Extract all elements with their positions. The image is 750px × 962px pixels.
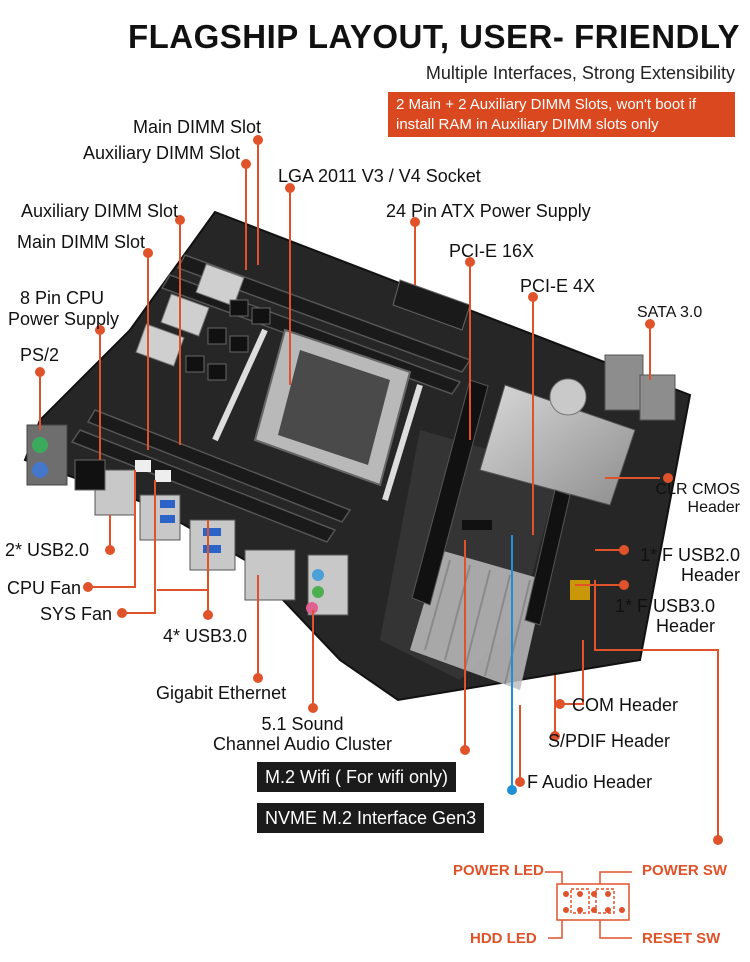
label-sata: SATA 3.0 <box>637 304 703 321</box>
label-ps2: PS/2 <box>20 345 60 365</box>
label-f-audio: F Audio Header <box>527 772 653 792</box>
label-f-usb2-2: Header <box>680 565 740 585</box>
atx-connector <box>392 279 471 331</box>
page-subtitle: Multiple Interfaces, Strong Extensibilit… <box>425 63 735 83</box>
ethernet-port <box>244 549 296 601</box>
label-lga-socket: LGA 2011 V3 / V4 Socket <box>278 166 481 186</box>
cpu-socket-center <box>278 350 390 465</box>
label-usb3: 4* USB3.0 <box>163 626 248 646</box>
front-panel-diagram <box>545 871 632 939</box>
label-pcie-4x: PCI-E 4X <box>520 276 596 296</box>
pcie-4x-slot <box>524 489 571 626</box>
label-clr-cmos-1: CLR CMOS <box>655 481 740 498</box>
label-atx-power: 24 Pin ATX Power Supply <box>386 201 591 221</box>
label-clr-cmos: CLR CMOS Header <box>600 481 740 517</box>
label-gigabit: Gigabit Ethernet <box>156 683 287 703</box>
label-aux-dimm-top: Auxiliary DIMM Slot <box>83 143 241 163</box>
label-usb2: 2* USB2.0 <box>5 540 90 560</box>
sata-ports <box>604 354 644 411</box>
cmos-battery <box>549 378 587 416</box>
label-f-usb2-1: 1* F USB2.0 <box>639 545 740 565</box>
m2-slot <box>462 520 492 530</box>
cpu-fan-header <box>135 460 151 472</box>
label-sys-fan: SYS Fan <box>40 604 113 624</box>
label-cpu-power-2: Power Supply <box>8 309 120 329</box>
label-f-usb3-2: Header <box>655 616 715 636</box>
label-cpu-power-1: 8 Pin CPU <box>20 288 105 308</box>
dimm-notice-banner: 2 Main + 2 Auxiliary DIMM Slots, won't b… <box>388 92 735 137</box>
label-f-usb3: 1* F USB3.0 Header <box>595 596 715 636</box>
notice-line-1: 2 Main + 2 Auxiliary DIMM Slots, won't b… <box>396 96 697 113</box>
label-clr-cmos-2: Header <box>687 499 740 516</box>
page-title: FLAGSHIP LAYOUT, USER- FRIENDLY <box>127 18 740 55</box>
ps2-port <box>26 424 68 486</box>
usb3-front-header <box>570 580 590 600</box>
label-power-sw: POWER SW <box>642 862 727 879</box>
label-nvme: NVME M.2 Interface Gen3 <box>257 803 485 833</box>
leader-dots <box>35 135 723 845</box>
label-aux-dimm-left: Auxiliary DIMM Slot <box>21 201 179 221</box>
label-sound-1: 5.1 Sound <box>261 714 344 734</box>
label-spdif: S/PDIF Header <box>548 731 671 751</box>
cpu-power-connector <box>74 459 106 491</box>
chipset-heatsink <box>479 384 636 506</box>
leader-lines <box>39 140 719 838</box>
label-main-dimm-left: Main DIMM Slot <box>17 232 146 252</box>
label-sound-2: Channel Audio Cluster <box>212 734 393 754</box>
label-f-usb3-1: 1* F USB3.0 <box>614 596 715 616</box>
label-hdd-led: HDD LED <box>470 930 537 947</box>
sys-fan-header <box>155 470 171 482</box>
notice-line-2: install RAM in Auxiliary DIMM slots only <box>396 116 659 133</box>
label-reset-sw: RESET SW <box>642 930 721 947</box>
label-power-led: POWER LED <box>453 862 544 879</box>
label-com: COM Header <box>572 695 679 715</box>
label-m2-wifi: M.2 Wifi ( For wifi only) <box>257 762 457 792</box>
label-f-usb2: 1* F USB2.0 Header <box>600 545 740 585</box>
label-sound: 5.1 Sound Channel Audio Cluster <box>200 714 405 754</box>
label-cpu-fan: CPU Fan <box>7 578 82 598</box>
label-main-dimm-top: Main DIMM Slot <box>133 117 262 137</box>
chokes <box>185 299 271 381</box>
label-pcie-16x: PCI-E 16X <box>449 241 535 261</box>
